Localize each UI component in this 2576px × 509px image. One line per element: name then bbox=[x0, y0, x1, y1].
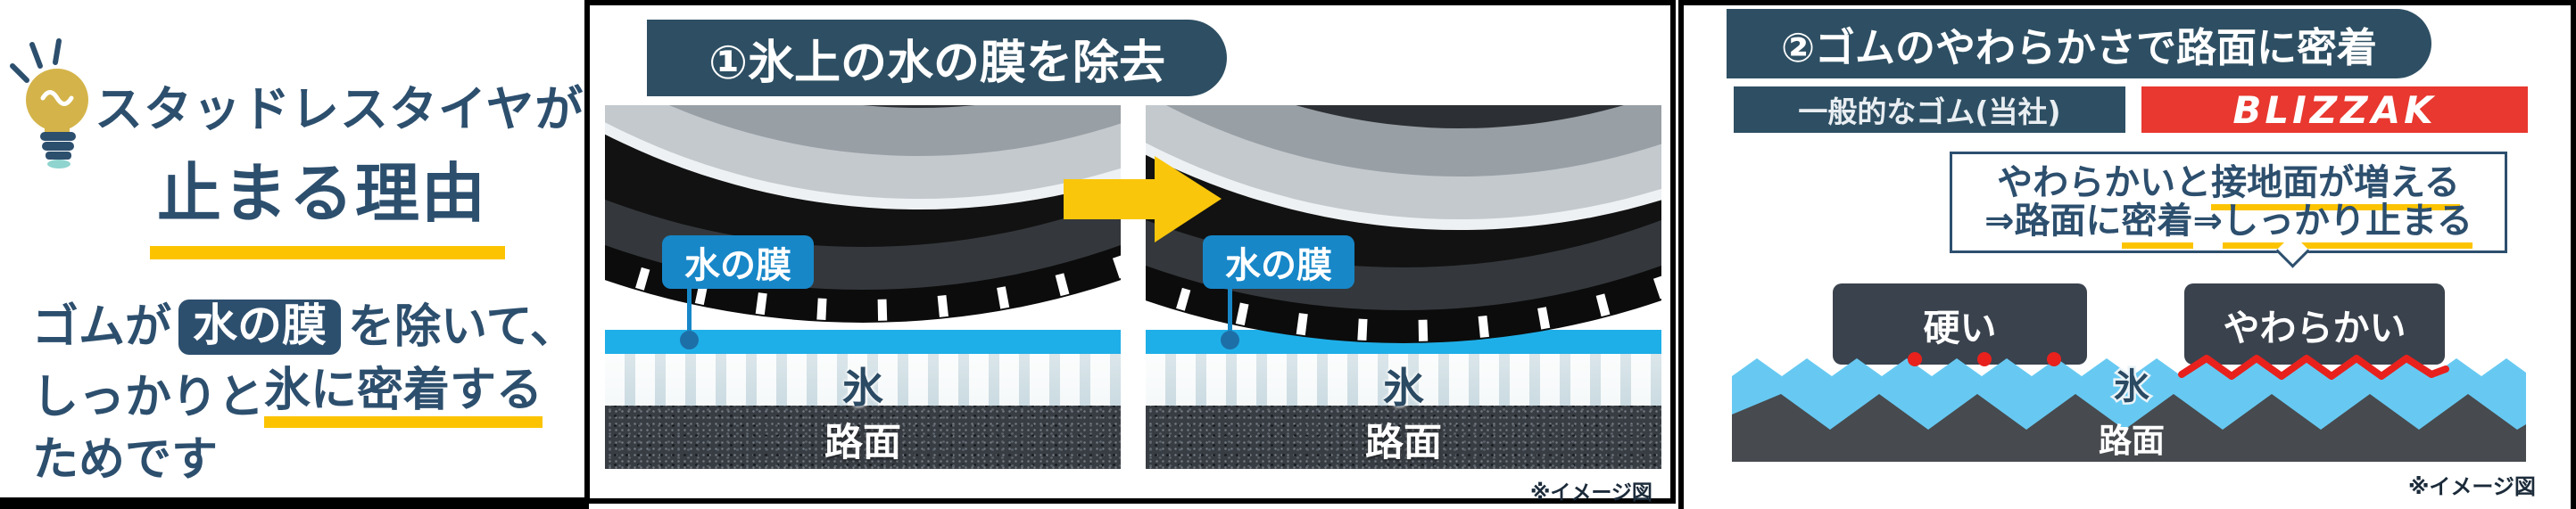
ice-layer bbox=[605, 354, 1121, 406]
panel-why-studless-stops: スタッドレスタイヤが 止まる理由 ゴムが 水の膜 を除いて、 しっかりと 氷に密… bbox=[0, 0, 589, 509]
label-pointer-dot bbox=[1221, 331, 1239, 349]
ice-zigzag-layer bbox=[1732, 358, 2526, 437]
panel-step2-rubber-softness: ②ゴムのやわらかさで路面に密着 一般的なゴム(当社) BLIZZAK やわらかい… bbox=[1678, 0, 2576, 509]
water-film-chip: 水の膜 bbox=[178, 300, 342, 355]
explanation-line2-pre: しっかりと bbox=[32, 371, 265, 424]
label-pointer-line bbox=[687, 287, 692, 337]
page-title-line2: 止まる理由 bbox=[157, 156, 488, 231]
explanation-line3: ためです bbox=[32, 433, 219, 487]
bubble-line1-underlined: 接地面が増える bbox=[2211, 161, 2460, 210]
generic-rubber-label: 一般的なゴム(当社) bbox=[1734, 86, 2125, 133]
bubble-line2: ⇒路面に密着⇒しっかり止まる bbox=[1984, 201, 2473, 249]
tire-illustration bbox=[605, 105, 1121, 323]
softness-callout-bubble: やわらかいと接地面が増える ⇒路面に密着⇒しっかり止まる bbox=[1950, 152, 2507, 253]
bubble-line2-underlined-1: 密着 bbox=[2121, 201, 2193, 249]
page-title-line1: スタッドレスタイヤが bbox=[95, 81, 584, 137]
soft-contact-line bbox=[2178, 355, 2449, 380]
explanation-line1: ゴムが 水の膜 を除いて、 bbox=[32, 300, 585, 355]
bubble-line1: やわらかいと接地面が増える bbox=[1997, 161, 2460, 210]
figure-after-water-film-removed: 水の膜 氷 路面 bbox=[1146, 105, 1661, 469]
lightbulb-icon bbox=[10, 38, 88, 168]
soft-rubber-block: やわらかい bbox=[2184, 283, 2445, 365]
label-pointer-dot bbox=[680, 331, 699, 349]
ice-layer bbox=[1146, 354, 1661, 406]
tire-illustration bbox=[1146, 105, 1661, 343]
water-film-label: 水の膜 bbox=[662, 235, 814, 289]
road-layer bbox=[1146, 406, 1661, 469]
ice-label: 氷 bbox=[1383, 364, 1424, 412]
road-label: 路面 bbox=[824, 421, 901, 465]
panel-step1-remove-water-film: ①氷上の水の膜を除去 水の膜 氷 bbox=[584, 0, 1676, 505]
ice-label: 氷 bbox=[2114, 366, 2149, 407]
step2-header: ②ゴムのやわらかさで路面に密着 bbox=[1727, 9, 2431, 78]
hard-rubber-block: 硬い bbox=[1833, 283, 2087, 365]
explanation-line2: しっかりと 氷に密着する bbox=[32, 367, 585, 428]
figure-before-water-film: 水の膜 氷 路面 bbox=[605, 105, 1121, 469]
water-film-label: 水の膜 bbox=[1203, 235, 1354, 289]
transition-arrow-icon bbox=[1064, 156, 1222, 242]
ice-label: 氷 bbox=[842, 364, 883, 412]
explanation-line1-pre: ゴムが bbox=[32, 300, 172, 354]
hard-contact-points bbox=[1908, 352, 2061, 366]
label-pointer-line bbox=[1228, 287, 1232, 337]
ice-road-contact-diagram: 氷 路面 bbox=[1732, 352, 2526, 462]
road-label: 路面 bbox=[1365, 421, 1442, 465]
explanation-line1-post: を除いて、 bbox=[348, 300, 576, 354]
bottom-edge-bar bbox=[0, 497, 589, 509]
step1-header: ①氷上の水の膜を除去 bbox=[647, 20, 1227, 96]
bubble-line2-underlined-2: しっかり止まる bbox=[2223, 201, 2473, 249]
title-underline-bar bbox=[150, 246, 505, 259]
image-disclaimer-note: ※イメージ図 bbox=[1530, 481, 1652, 505]
explanation-line2-underlined: 氷に密着する bbox=[264, 367, 543, 428]
road-layer bbox=[605, 406, 1121, 469]
explanation-text: ゴムが 水の膜 を除いて、 しっかりと 氷に密着する ためです bbox=[32, 300, 585, 496]
image-disclaimer-note: ※イメージ図 bbox=[2408, 474, 2536, 499]
road-zigzag-layer bbox=[1732, 394, 2526, 462]
road-label: 路面 bbox=[2099, 422, 2165, 460]
blizzak-brand-label: BLIZZAK bbox=[2141, 86, 2528, 133]
